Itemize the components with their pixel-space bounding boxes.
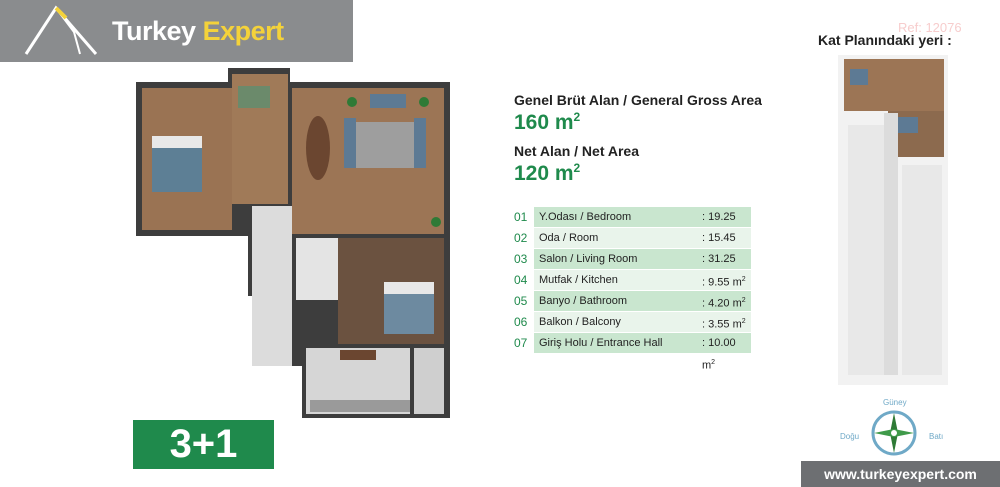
room-area: : 3.55 m2: [699, 312, 751, 332]
room-number: 07: [514, 336, 528, 350]
logo-word-turkey: Turkey: [112, 16, 196, 46]
room-name: Balkon / Balcony: [534, 312, 699, 332]
website-url[interactable]: www.turkeyexpert.com: [801, 461, 1000, 487]
compass: Güney Doğu Batı: [840, 395, 950, 460]
room-number: 04: [514, 273, 528, 287]
room-row: 05 Banyo / Bathroom : 4.20 m2: [514, 291, 764, 311]
room-number: 01: [514, 210, 528, 224]
room-row: 04 Mutfak / Kitchen : 9.55 m2: [514, 270, 764, 290]
room-row: 07 Giriş Holu / Entrance Hall : 10.00 m2: [514, 333, 764, 372]
room-name: Giriş Holu / Entrance Hall: [534, 333, 699, 353]
room-name: Y.Odası / Bedroom: [534, 207, 699, 227]
room-row: 06 Balkon / Balcony : 3.55 m2: [514, 312, 764, 332]
compass-rose-icon: [871, 410, 917, 456]
room-row: 02 Oda / Room : 15.45 m2: [514, 228, 764, 267]
logo-header: Turkey Expert: [0, 0, 353, 62]
room-area: : 10.00 m2: [699, 333, 751, 372]
compass-east-label: Batı: [929, 432, 944, 441]
roof-logo-icon: [24, 5, 98, 55]
room-number: 06: [514, 315, 528, 329]
floor-plan-illustration: [136, 68, 450, 418]
building-floor-location-illustration: [838, 55, 948, 385]
logo-word-expert: Expert: [202, 16, 285, 46]
gross-area-value: 160 m2: [514, 110, 581, 134]
gross-area-label: Genel Brüt Alan / General Gross Area: [514, 92, 762, 108]
logo-text: Turkey Expert: [112, 16, 284, 47]
net-area-value: 120 m2: [514, 161, 581, 185]
room-area: : 31.25 m2: [699, 249, 751, 288]
room-area: : 15.45 m2: [699, 228, 751, 267]
reference-number: Ref: 12076: [898, 20, 962, 35]
compass-west-label: Doğu: [840, 432, 860, 441]
room-list: 01 Y.Odası / Bedroom : 19.25 m2 02 Oda /…: [514, 207, 764, 372]
room-name: Mutfak / Kitchen: [534, 270, 699, 290]
room-row: 03 Salon / Living Room : 31.25 m2: [514, 249, 764, 288]
floor-location-title: Kat Planındaki yeri :: [818, 32, 952, 48]
net-area-label: Net Alan / Net Area: [514, 143, 639, 159]
room-number: 05: [514, 294, 528, 308]
room-area: : 4.20 m2: [699, 291, 751, 311]
room-number: 02: [514, 231, 528, 245]
room-name: Banyo / Bathroom: [534, 291, 699, 311]
compass-north-label: Güney: [883, 398, 907, 407]
room-number: 03: [514, 252, 528, 266]
room-name: Oda / Room: [534, 228, 699, 248]
room-area: : 19.25 m2: [699, 207, 751, 246]
room-area: : 9.55 m2: [699, 270, 751, 290]
room-row: 01 Y.Odası / Bedroom : 19.25 m2: [514, 207, 764, 246]
room-name: Salon / Living Room: [534, 249, 699, 269]
area-block: Genel Brüt Alan / General Gross Area 160…: [514, 92, 762, 194]
apartment-type-badge: 3+1: [133, 420, 274, 469]
